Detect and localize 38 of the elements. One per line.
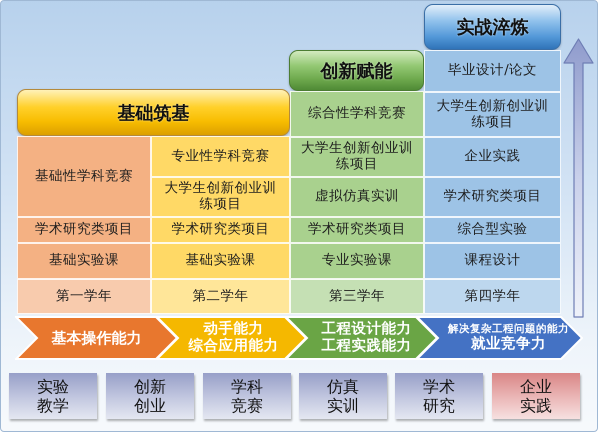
step-label: 动手能力	[204, 320, 264, 337]
course-cell: 基础性学科竞赛	[17, 136, 151, 217]
step-label: 综合应用能力	[188, 338, 278, 356]
course-cell: 综合性学科竞赛	[290, 91, 424, 137]
course-cell: 大学生创新创业训练项目	[151, 177, 290, 217]
course-cell: 基础实验课	[17, 243, 151, 279]
course-cell: 课程设计	[424, 243, 561, 279]
category-box: 企业实践	[492, 373, 580, 419]
course-cell: 学术研究类项目	[424, 177, 561, 217]
year-cell: 第三学年	[290, 279, 424, 314]
stage-header: 创新赋能	[289, 50, 424, 91]
course-cell: 学术研究类项目	[151, 217, 290, 243]
category-box: 仿真实训	[299, 373, 387, 419]
course-cell: 大学生创新创业训练项目	[290, 137, 424, 177]
step-label: 就业竞争力	[471, 336, 546, 353]
course-cell: 毕业设计/论文	[424, 50, 561, 92]
step-label: 工程实践能力	[322, 338, 412, 356]
course-cell: 专业实验课	[290, 243, 424, 279]
course-cell: 综合型实验	[424, 217, 561, 243]
category-box: 实验教学	[9, 373, 97, 419]
course-cell: 专业性学科竞赛	[151, 136, 290, 177]
course-cell: 企业实践	[424, 137, 561, 177]
course-cell: 大学生创新创业训练项目	[424, 92, 561, 137]
course-cell: 学术研究类项目	[17, 217, 151, 243]
stage-header: 实战淬炼	[424, 4, 561, 50]
step-label: 解决复杂工程问题的能力	[448, 323, 569, 335]
course-cell: 学术研究类项目	[290, 217, 424, 243]
year-cell: 第四学年	[424, 279, 561, 314]
step-label: 工程设计能力	[322, 320, 412, 338]
stage-header: 基础筑基	[17, 89, 290, 136]
step-label: 基本操作能力	[52, 329, 142, 347]
year-cell: 第一学年	[17, 279, 151, 314]
course-cell: 基础实验课	[151, 243, 290, 279]
category-box: 创新创业	[106, 373, 194, 419]
category-box: 学术研究	[395, 373, 483, 419]
course-cell: 虚拟仿真实训	[290, 177, 424, 217]
category-box: 学科竞赛	[203, 373, 291, 419]
year-cell: 第二学年	[151, 279, 290, 314]
